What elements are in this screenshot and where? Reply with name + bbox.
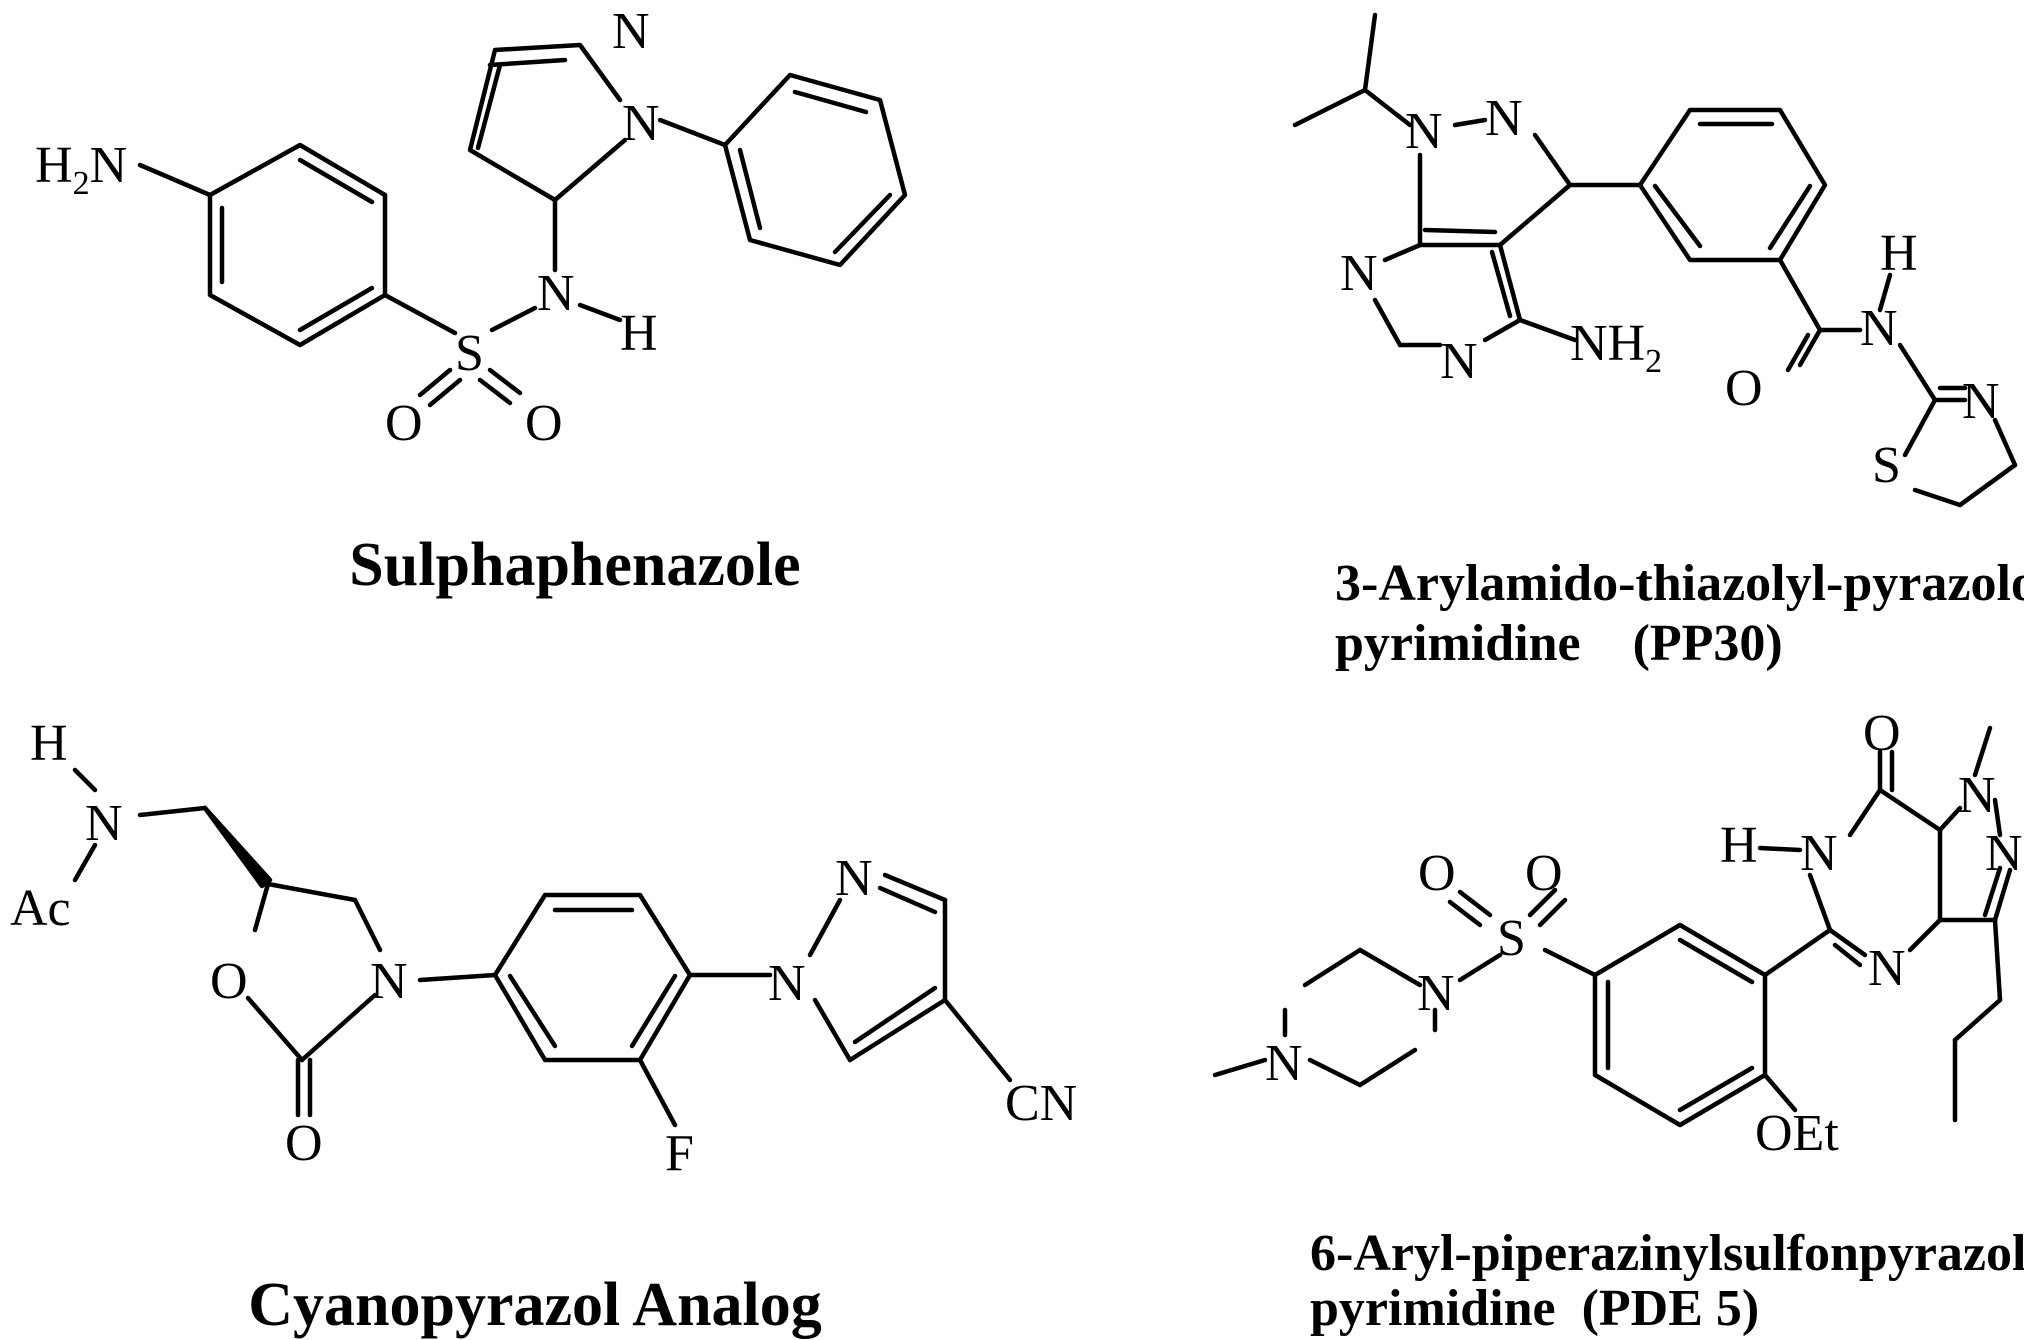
atom-label: N (1868, 940, 1906, 997)
atom-label: N (622, 95, 660, 152)
atom-label: O (1725, 360, 1763, 417)
atom-label: S (1872, 437, 1901, 494)
atom-label: N (537, 265, 575, 322)
atom-label: N (1417, 965, 1455, 1022)
pp30-bonds (1292, 12, 2018, 508)
atom-label: H (30, 715, 68, 772)
molecule-cyanopyrazol: H N Ac O N O F N N CN Cyanopyrazol Analo… (10, 715, 1077, 1339)
caption-pde5-line2: pyrimidine (PDE 5) (1310, 1280, 1759, 1337)
pp30-atom-labels: N N N N NH2 O N H N S (1340, 90, 2000, 494)
atom-label: O (1525, 845, 1563, 902)
sulphaphenazole-atom-labels: H2N S O O N H N N (35, 3, 660, 452)
caption-pde5-line1: 6-Aryl-piperazinylsulfonpyrazolo (1310, 1225, 2024, 1282)
atom-label: N (1265, 1035, 1303, 1092)
atom-label: O (1863, 705, 1901, 762)
molecule-sulphaphenazole: H2N S O O N H N N Sulphaphenazole (35, 3, 908, 599)
atom-label: NH2 (1570, 315, 1662, 380)
atom-label: N (612, 3, 650, 60)
atom-label: N (85, 795, 123, 852)
caption-pp30-line1: 3-Arylamido-thiazolyl-pyrazolo- (1335, 555, 2024, 612)
cyanopyrazol-atom-labels: H N Ac O N O F N N CN (10, 715, 1077, 1182)
atom-label: F (665, 1125, 694, 1182)
caption-cyanopyrazol: Cyanopyrazol Analog (248, 1271, 822, 1339)
atom-label: O (210, 953, 248, 1010)
atom-label: N (1962, 373, 2000, 430)
atom-label: S (455, 325, 484, 382)
caption-pp30-line2: pyrimidine (PP30) (1335, 615, 1783, 672)
atom-label: N (768, 955, 806, 1012)
atom-label: O (525, 395, 563, 452)
atom-label: H (1880, 225, 1918, 282)
atom-label: CN (1005, 1075, 1077, 1132)
atom-label: N (1485, 90, 1523, 147)
atom-label: H (620, 305, 658, 362)
pde5-atom-labels: O O S N N O H N N N N OEt (1265, 705, 2023, 1162)
atom-label: N (1860, 300, 1898, 357)
caption-sulphaphenazole: Sulphaphenazole (349, 531, 800, 599)
molecule-pp30: N N N N NH2 O N H N S 3-Arylamido-thiazo… (1292, 12, 2024, 672)
atom-label: N (1405, 103, 1443, 160)
cyanopyrazol-bonds (72, 767, 1013, 1128)
sulphaphenazole-bonds (137, 42, 908, 408)
molecule-pde5: O O S N N O H N N N N OEt 6-Aryl-piperaz… (1212, 705, 2024, 1337)
atom-label: N (1985, 825, 2023, 882)
atom-label: N (370, 953, 408, 1010)
atom-label: Ac (10, 880, 71, 937)
atom-label: S (1497, 910, 1526, 967)
atom-label: O (385, 395, 423, 452)
atom-label: N (1440, 333, 1478, 390)
atom-label: O (285, 1115, 323, 1172)
atom-label: N (835, 850, 873, 907)
atom-label: N (1340, 245, 1378, 302)
atom-label: H (1720, 817, 1758, 874)
pde5-bonds (1212, 725, 2013, 1128)
atom-label: OEt (1755, 1105, 1839, 1162)
atom-label: N (1800, 825, 1838, 882)
atom-label: O (1418, 845, 1456, 902)
atom-label: H2N (35, 137, 127, 202)
atom-label: N (1958, 767, 1996, 824)
